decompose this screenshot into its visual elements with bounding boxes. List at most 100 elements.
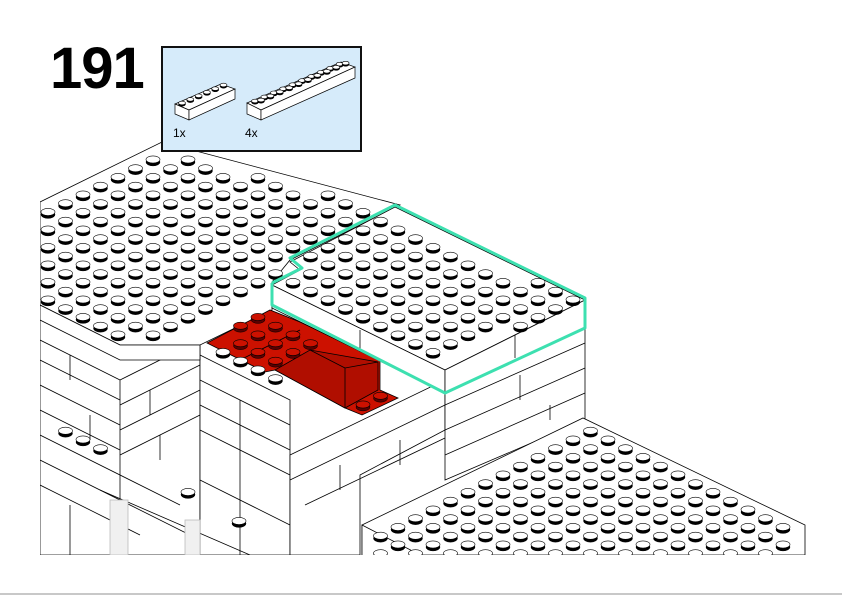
stud bbox=[58, 234, 73, 245]
stud bbox=[303, 216, 318, 228]
stud bbox=[635, 540, 651, 552]
stud bbox=[688, 531, 703, 543]
part-quantity-2: 4x bbox=[245, 126, 258, 140]
stud bbox=[285, 278, 301, 289]
stud bbox=[635, 523, 651, 534]
stud bbox=[93, 304, 108, 315]
stud bbox=[40, 225, 56, 237]
stud bbox=[390, 225, 406, 237]
stud bbox=[478, 496, 493, 508]
stud bbox=[257, 97, 265, 104]
stud bbox=[425, 278, 441, 289]
stud bbox=[530, 540, 546, 552]
stud bbox=[180, 295, 196, 307]
stud bbox=[530, 453, 546, 464]
stud bbox=[723, 549, 738, 555]
highlight-outline bbox=[270, 203, 587, 395]
stud bbox=[408, 549, 423, 555]
stud bbox=[460, 505, 476, 517]
stud bbox=[495, 278, 511, 289]
stud bbox=[565, 505, 581, 517]
stud bbox=[670, 470, 686, 482]
stud bbox=[110, 260, 126, 272]
stud bbox=[145, 208, 161, 219]
stud bbox=[250, 208, 266, 219]
stud bbox=[460, 278, 476, 289]
stud bbox=[740, 523, 756, 534]
stud bbox=[653, 514, 668, 525]
stud bbox=[355, 225, 371, 237]
stud bbox=[75, 295, 91, 307]
stud bbox=[303, 269, 318, 280]
stud bbox=[268, 251, 283, 263]
stud bbox=[705, 488, 721, 499]
stud bbox=[40, 278, 56, 289]
stud bbox=[670, 488, 686, 499]
stud bbox=[163, 286, 178, 298]
stud bbox=[338, 234, 353, 245]
stud bbox=[211, 86, 220, 93]
stud bbox=[320, 243, 336, 254]
stud bbox=[303, 286, 318, 298]
stud bbox=[145, 278, 161, 289]
stud bbox=[145, 295, 161, 307]
stud bbox=[618, 444, 633, 455]
stud bbox=[145, 243, 161, 254]
stud bbox=[355, 313, 371, 324]
stud bbox=[653, 531, 668, 543]
stud bbox=[303, 234, 318, 245]
stud bbox=[478, 479, 493, 490]
stud bbox=[600, 453, 616, 464]
stud bbox=[233, 269, 248, 280]
stud bbox=[128, 181, 143, 193]
stud bbox=[338, 251, 353, 263]
stud bbox=[75, 225, 91, 237]
stud bbox=[180, 243, 196, 254]
stud bbox=[425, 260, 441, 272]
stud bbox=[618, 496, 633, 508]
stud bbox=[618, 549, 633, 555]
stud bbox=[198, 164, 213, 175]
stud bbox=[548, 479, 563, 490]
stud bbox=[163, 164, 178, 175]
stud bbox=[478, 531, 493, 543]
stud bbox=[618, 514, 633, 525]
stud bbox=[233, 181, 248, 193]
stud bbox=[93, 286, 108, 298]
stud bbox=[583, 444, 598, 455]
stud bbox=[390, 243, 406, 254]
stud bbox=[198, 304, 213, 315]
stud bbox=[530, 313, 546, 324]
stud bbox=[320, 208, 336, 219]
stud bbox=[198, 216, 213, 228]
stud bbox=[285, 225, 301, 237]
stud bbox=[93, 321, 108, 333]
stud bbox=[233, 356, 248, 368]
stud bbox=[583, 514, 598, 525]
stud bbox=[390, 278, 406, 289]
stud bbox=[110, 208, 126, 219]
stud bbox=[338, 216, 353, 228]
stud bbox=[250, 225, 266, 237]
stud bbox=[548, 496, 563, 508]
stud bbox=[460, 313, 476, 324]
stud bbox=[320, 260, 336, 272]
stud bbox=[250, 243, 266, 254]
stud bbox=[128, 216, 143, 228]
stud bbox=[110, 313, 126, 324]
stud bbox=[250, 313, 266, 324]
stud bbox=[186, 97, 195, 103]
stud bbox=[215, 173, 231, 184]
stud bbox=[530, 523, 546, 534]
stud bbox=[723, 531, 738, 543]
stud bbox=[215, 278, 231, 289]
stud bbox=[548, 531, 563, 543]
stud bbox=[93, 444, 108, 455]
part-quantity-1: 1x bbox=[173, 126, 186, 140]
stud bbox=[443, 321, 458, 333]
stud bbox=[443, 531, 458, 543]
stud bbox=[233, 251, 248, 263]
stud bbox=[758, 549, 773, 555]
stud bbox=[180, 488, 196, 499]
stud bbox=[75, 260, 91, 272]
